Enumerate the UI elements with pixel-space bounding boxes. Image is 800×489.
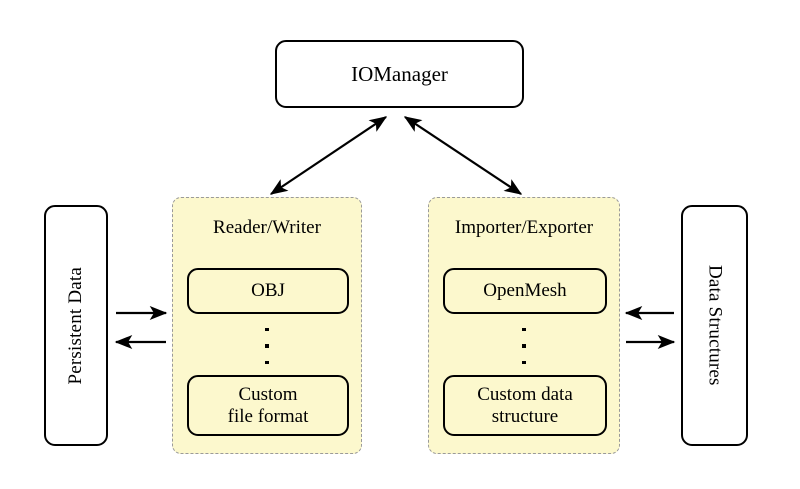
group-importer-exporter-title: Importer/Exporter xyxy=(454,217,594,238)
node-custom-data-structure-line1: Custom data xyxy=(477,383,573,405)
ellipsis-dot xyxy=(265,344,269,348)
node-custom-file-format[interactable]: Custom file format xyxy=(187,375,349,436)
node-custom-data-structure-label: Custom data structure xyxy=(477,384,573,428)
group-reader-writer[interactable]: Reader/Writer OBJ Custom file format xyxy=(172,197,362,454)
connector-iomanager-importer-exporter xyxy=(403,116,523,195)
ellipsis-importer-exporter xyxy=(429,324,619,368)
node-openmesh[interactable]: OpenMesh xyxy=(443,268,607,314)
node-persistent-data[interactable]: Persistent Data xyxy=(44,205,108,446)
ellipsis-dot xyxy=(522,328,526,332)
node-obj[interactable]: OBJ xyxy=(187,268,349,314)
node-data-structures-label: Data Structures xyxy=(704,265,726,386)
node-custom-file-format-line2: file format xyxy=(227,405,309,427)
group-reader-writer-title: Reader/Writer xyxy=(213,217,321,238)
node-custom-file-format-line1: Custom xyxy=(238,383,298,405)
ellipsis-dot xyxy=(265,360,269,364)
node-iomanager-label: IOManager xyxy=(351,61,448,86)
node-data-structures[interactable]: Data Structures xyxy=(681,205,748,446)
connector-iomanager-reader-writer xyxy=(269,116,388,195)
node-iomanager[interactable]: IOManager xyxy=(275,40,524,108)
group-importer-exporter[interactable]: Importer/Exporter OpenMesh Custom data s… xyxy=(428,197,620,454)
node-obj-label: OBJ xyxy=(251,280,285,302)
node-persistent-data-label: Persistent Data xyxy=(65,266,86,385)
node-custom-file-format-label: Custom file format xyxy=(228,384,309,428)
ellipsis-dot xyxy=(522,344,526,348)
ellipsis-dot xyxy=(265,328,269,332)
node-custom-data-structure[interactable]: Custom data structure xyxy=(443,375,607,436)
ellipsis-dot xyxy=(522,360,526,364)
ellipsis-reader-writer xyxy=(173,324,361,368)
node-custom-data-structure-line2: structure xyxy=(491,405,559,427)
node-openmesh-label: OpenMesh xyxy=(483,280,567,302)
